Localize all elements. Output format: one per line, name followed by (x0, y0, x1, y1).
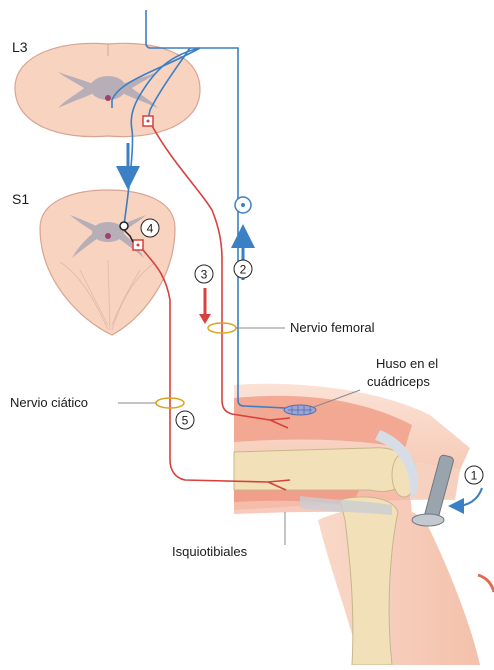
step-2: 2 (240, 263, 247, 277)
spinal-cord-s1 (40, 190, 175, 335)
leg-illustration (234, 384, 480, 665)
step-1: 1 (471, 469, 478, 483)
label-femoral-nerve: Nervio femoral (290, 320, 375, 335)
label-spindle-line2: cuádriceps (367, 374, 430, 389)
step-5: 5 (182, 414, 189, 428)
spinal-cord-l3 (15, 43, 200, 136)
femur-bone (234, 448, 408, 492)
label-l3: L3 (12, 39, 28, 55)
label-sciatic-nerve: Nervio ciático (10, 395, 88, 410)
interneuron (120, 222, 128, 230)
label-spindle-line1: Huso en el (376, 356, 438, 371)
kick-arrow (478, 575, 494, 592)
label-s1: S1 (12, 191, 29, 207)
step-4: 4 (147, 222, 154, 236)
lower-leg (318, 506, 480, 665)
label-hamstrings: Isquiotibiales (172, 544, 248, 559)
step-3: 3 (201, 268, 208, 282)
